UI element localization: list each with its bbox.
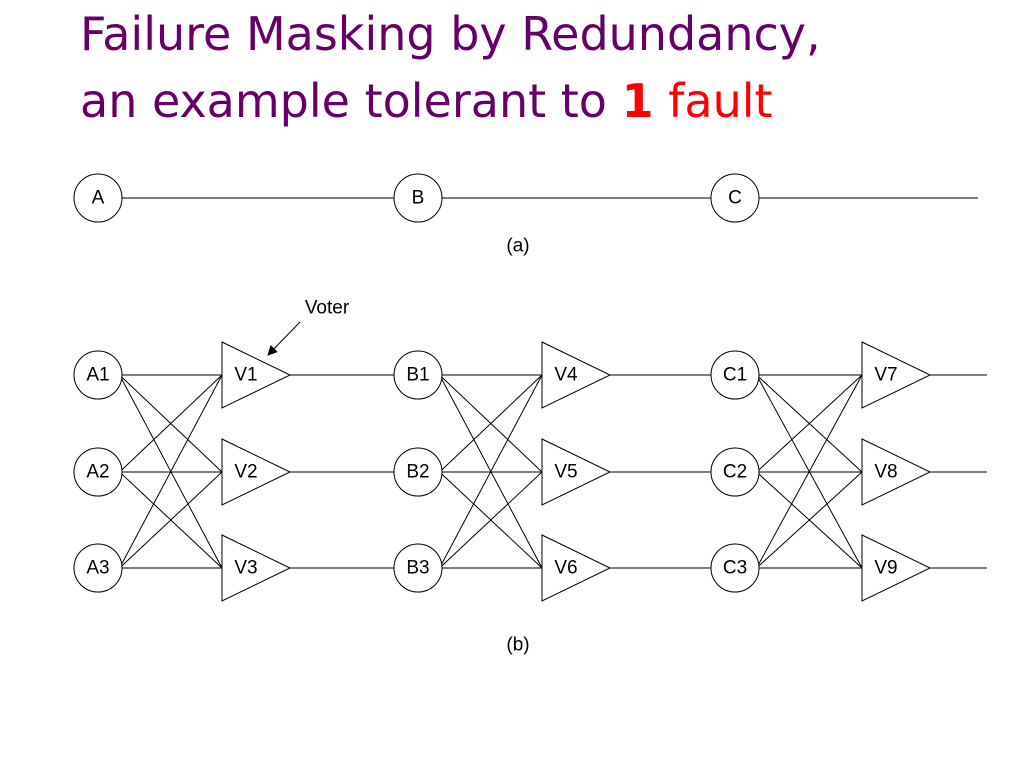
diagram-a-simple-chain: A B C (a) bbox=[73, 173, 978, 257]
wire-cross bbox=[439, 374, 543, 569]
module-circle-a1 bbox=[73, 350, 123, 400]
title-line-2-suffix: fault bbox=[653, 74, 773, 128]
caption-b: (b) bbox=[506, 635, 529, 656]
voter-label-v9: V9 bbox=[874, 558, 897, 579]
module-label-a1: A1 bbox=[86, 365, 109, 386]
wire-cross bbox=[439, 374, 543, 473]
module-label-c1: C1 bbox=[723, 365, 747, 386]
voter-triangle-v7 bbox=[861, 341, 932, 409]
voter-label-v8: V8 bbox=[874, 462, 897, 483]
node-label-c: C bbox=[728, 188, 742, 209]
voter-label-v4: V4 bbox=[554, 365, 578, 386]
module-label-b2: B2 bbox=[406, 462, 429, 483]
voter-triangle-v1 bbox=[221, 341, 292, 409]
voter-label-v3: V3 bbox=[234, 558, 257, 579]
wire-cross bbox=[756, 374, 863, 473]
module-circle-a2 bbox=[73, 447, 123, 497]
module-circle-c3 bbox=[710, 543, 760, 593]
module-circle-c1 bbox=[710, 350, 760, 400]
node-label-a: A bbox=[92, 188, 105, 209]
voter-triangle-v3 bbox=[221, 534, 292, 602]
voter-triangle-v8 bbox=[861, 438, 932, 506]
voter-label-v6: V6 bbox=[554, 558, 577, 579]
voter-label-v5: V5 bbox=[554, 462, 577, 483]
wire-cross bbox=[119, 471, 223, 569]
slide-title-line-2: an example tolerant to 1 fault bbox=[80, 73, 773, 129]
caption-a: (a) bbox=[506, 236, 529, 257]
voter-triangle-v2 bbox=[221, 438, 292, 506]
module-label-c3: C3 bbox=[723, 558, 747, 579]
wire-cross bbox=[756, 471, 863, 569]
module-label-c2: C2 bbox=[723, 462, 747, 483]
wire-cross bbox=[119, 374, 223, 473]
wire-cross bbox=[439, 471, 543, 569]
wire-cross bbox=[119, 374, 223, 569]
module-label-a2: A2 bbox=[86, 462, 109, 483]
module-circle-b2 bbox=[393, 447, 443, 497]
voter-label-v7: V7 bbox=[874, 365, 897, 386]
module-circle-b1 bbox=[393, 350, 443, 400]
voter-label-v2: V2 bbox=[234, 462, 257, 483]
node-label-b: B bbox=[412, 188, 425, 209]
node-circle-c bbox=[710, 173, 760, 223]
title-line-2-prefix: an example tolerant to bbox=[80, 74, 622, 128]
module-label-b1: B1 bbox=[406, 365, 429, 386]
module-circle-c2 bbox=[710, 447, 760, 497]
slide-title-line-1: Failure Masking by Redundancy, bbox=[80, 7, 821, 61]
module-label-b3: B3 bbox=[406, 558, 429, 579]
voter-annotation: Voter bbox=[305, 298, 350, 319]
module-circle-b3 bbox=[393, 543, 443, 593]
node-circle-b bbox=[393, 173, 443, 223]
voter-triangle-v6 bbox=[541, 534, 612, 602]
voter-triangle-v9 bbox=[861, 534, 932, 602]
module-circle-a3 bbox=[73, 543, 123, 593]
voter-triangle-v4 bbox=[541, 341, 612, 409]
voter-triangle-v5 bbox=[541, 438, 612, 506]
wire-cross bbox=[756, 374, 863, 569]
node-circle-a bbox=[73, 173, 123, 223]
voter-label-v1: V1 bbox=[234, 365, 257, 386]
title-fault-count: 1 bbox=[621, 74, 654, 128]
module-label-a3: A3 bbox=[86, 558, 109, 579]
voter-annotation-arrow bbox=[267, 321, 301, 356]
